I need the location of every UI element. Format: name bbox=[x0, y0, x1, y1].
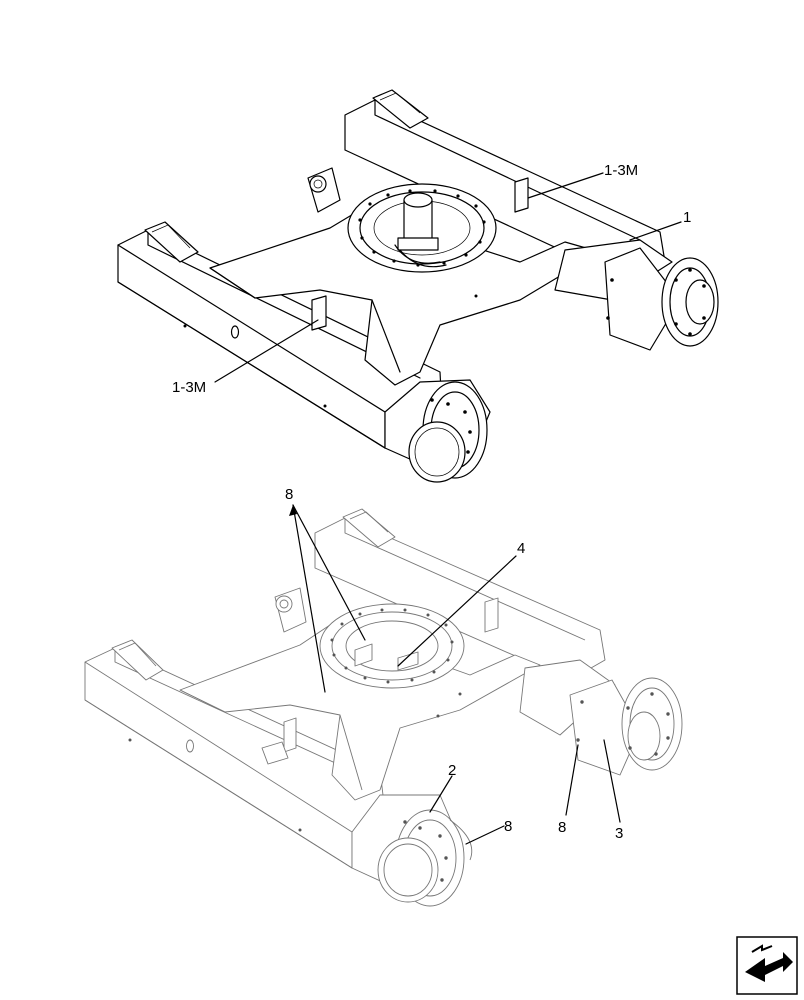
callout-4: 4 bbox=[517, 540, 525, 557]
lower-callout-leaders bbox=[289, 504, 621, 845]
callout-3: 3 bbox=[615, 825, 623, 842]
callout-1-3m-upper: 1-3M bbox=[604, 162, 638, 179]
callout-1-3m-lower: 1-3M bbox=[172, 379, 206, 396]
callout-8-top: 8 bbox=[285, 486, 293, 503]
upper-callout-leaders bbox=[214, 172, 682, 383]
lower-undercarriage-assembly bbox=[84, 508, 683, 907]
upper-undercarriage-assembly bbox=[117, 89, 719, 483]
callout-8-right: 8 bbox=[558, 819, 566, 836]
callout-8-wheel: 8 bbox=[504, 818, 512, 835]
callout-1: 1 bbox=[683, 209, 691, 226]
callout-2: 2 bbox=[448, 762, 456, 779]
next-page-arrow-icon[interactable] bbox=[736, 936, 798, 995]
